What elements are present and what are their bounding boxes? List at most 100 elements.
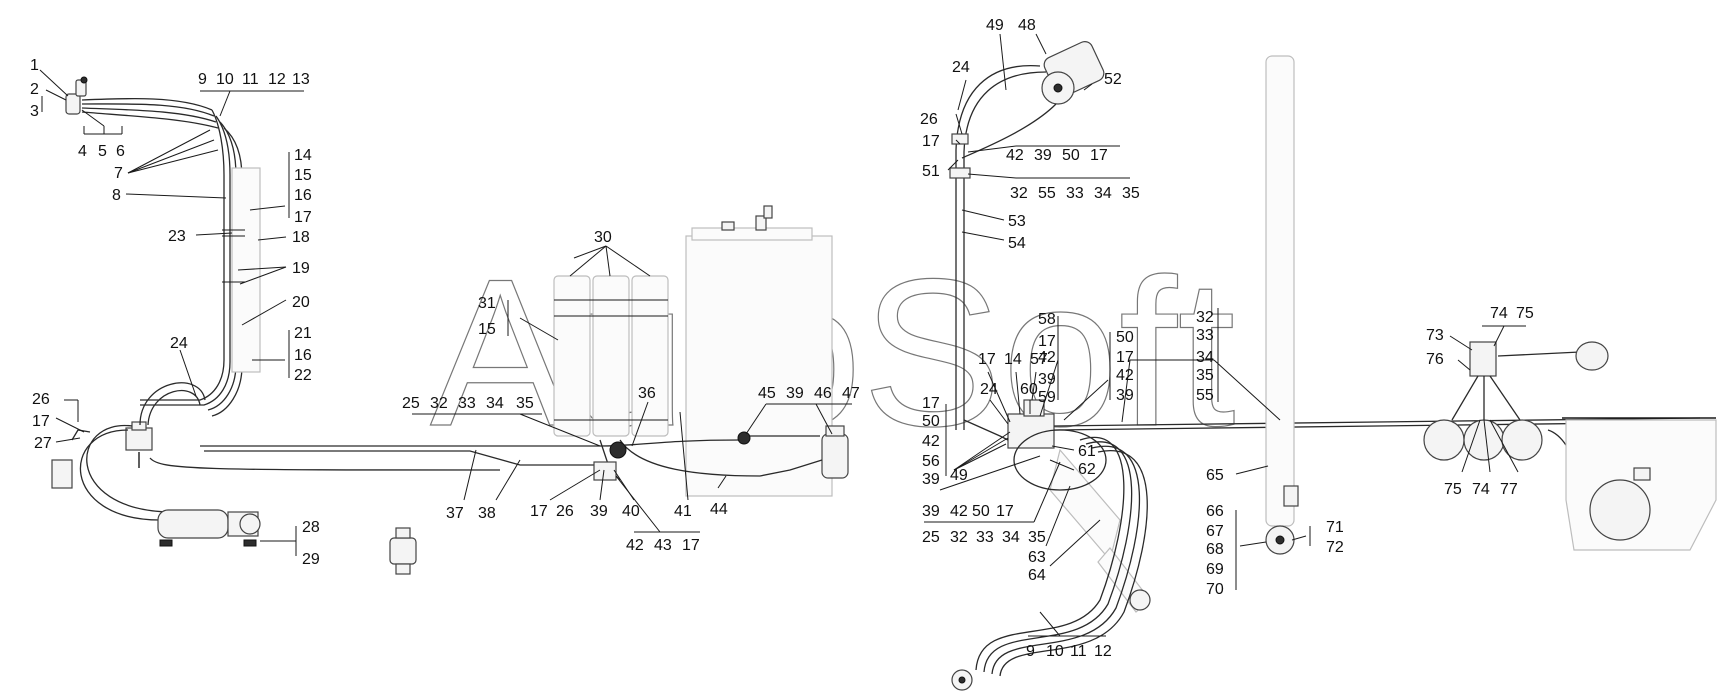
callout-label: 13 <box>292 71 310 88</box>
callout-label: 39 <box>1038 371 1056 388</box>
center-assembly <box>149 205 849 497</box>
callout-label: 43 <box>654 537 672 554</box>
callout-label: 34 <box>486 395 504 412</box>
callout-label: 4 <box>78 143 87 160</box>
callout-label: 66 <box>1206 503 1224 520</box>
callout-label: 42 <box>1038 349 1056 366</box>
callout-label: 75 <box>1444 481 1462 498</box>
callout-label: 32 <box>430 395 448 412</box>
callout-label: 17 <box>922 133 940 150</box>
callout-label: 33 <box>1196 327 1214 344</box>
callout-label: 55 <box>1038 185 1056 202</box>
callout-label: 28 <box>302 519 320 536</box>
callout-label: 74 <box>1472 481 1490 498</box>
callout-label: 24 <box>980 381 998 398</box>
callout-label: 70 <box>1206 581 1224 598</box>
callout-label: 42 <box>922 433 940 450</box>
callout-label: 61 <box>1078 443 1096 460</box>
top-left-valve <box>65 76 88 115</box>
callout-label: 51 <box>922 163 940 180</box>
top-motor <box>1041 41 1105 105</box>
callout-label: 17 <box>32 413 50 430</box>
callout-label: 48 <box>1018 17 1036 34</box>
callout-label: 50 <box>1116 329 1134 346</box>
callout-label: 41 <box>674 503 692 520</box>
callout-label: 24 <box>952 59 970 76</box>
callout-label: 42 <box>950 503 968 520</box>
callout-label: 68 <box>1206 541 1224 558</box>
callout-label: 57 <box>1030 351 1048 368</box>
callout-label: 26 <box>920 111 938 128</box>
callout-label: 25 <box>402 395 420 412</box>
right-assembly <box>1423 341 1717 551</box>
callout-label: 76 <box>1426 351 1444 368</box>
callout-label: 33 <box>1066 185 1084 202</box>
callout-label: 37 <box>446 505 464 522</box>
callout-label: 10 <box>1046 643 1064 660</box>
callout-label: 39 <box>786 385 804 402</box>
callout-label: 59 <box>1038 389 1056 406</box>
callout-label: 39 <box>1034 147 1052 164</box>
callout-label: 62 <box>1078 461 1096 478</box>
callout-label: 22 <box>294 367 312 384</box>
callout-label: 60 <box>1020 381 1038 398</box>
callout-label: 17 <box>1090 147 1108 164</box>
callout-label: 34 <box>1196 349 1214 366</box>
callout-label: 17 <box>294 209 312 226</box>
callout-label: 3 <box>30 103 39 120</box>
callout-label: 56 <box>922 453 940 470</box>
callout-label: 32 <box>950 529 968 546</box>
callout-labels: 1 2 3 4 5 6 7 8 9 10 11 12 13 14 15 16 1… <box>30 17 1534 660</box>
callout-label: 35 <box>1122 185 1140 202</box>
callout-label: 14 <box>1004 351 1022 368</box>
callout-label: 45 <box>758 385 776 402</box>
callout-label: 39 <box>922 471 940 488</box>
callout-label: 30 <box>594 229 612 246</box>
callout-label: 42 <box>1006 147 1024 164</box>
callout-label: 7 <box>114 165 123 182</box>
callout-label: 44 <box>710 501 728 518</box>
callout-label: 12 <box>268 71 286 88</box>
callout-label: 15 <box>294 167 312 184</box>
callout-label: 21 <box>294 325 312 342</box>
callout-label: 71 <box>1326 519 1344 536</box>
callout-label: 33 <box>976 529 994 546</box>
callout-label: 65 <box>1206 467 1224 484</box>
callout-label: 27 <box>34 435 52 452</box>
callout-label: 64 <box>1028 567 1046 584</box>
callout-label: 20 <box>292 294 310 311</box>
callout-label: 9 <box>198 71 207 88</box>
callout-label: 15 <box>478 321 496 338</box>
callout-label: 31 <box>478 295 496 312</box>
callout-label: 36 <box>638 385 656 402</box>
callout-label: 32 <box>1010 185 1028 202</box>
callout-label: 38 <box>478 505 496 522</box>
callout-label: 35 <box>1196 367 1214 384</box>
callout-label: 23 <box>168 228 186 245</box>
callout-label: 24 <box>170 335 188 352</box>
callout-label: 72 <box>1326 539 1344 556</box>
callout-label: 2 <box>30 81 39 98</box>
callout-label: 42 <box>626 537 644 554</box>
callout-label: 69 <box>1206 561 1224 578</box>
callout-label: 32 <box>1196 309 1214 326</box>
callout-label: 10 <box>216 71 234 88</box>
callout-label: 34 <box>1002 529 1020 546</box>
callout-label: 5 <box>98 143 107 160</box>
callout-label: 50 <box>972 503 990 520</box>
callout-label: 1 <box>30 57 39 74</box>
callout-label: 49 <box>986 17 1004 34</box>
callout-label: 35 <box>1028 529 1046 546</box>
callout-label: 14 <box>294 147 312 164</box>
callout-label: 11 <box>242 71 259 88</box>
callout-label: 8 <box>112 187 121 204</box>
callout-label: 39 <box>922 503 940 520</box>
callout-label: 17 <box>530 503 548 520</box>
loose-fitting <box>389 527 417 575</box>
callout-label: 39 <box>590 503 608 520</box>
callout-label: 46 <box>814 385 832 402</box>
callout-label: 75 <box>1516 305 1534 322</box>
callout-label: 35 <box>516 395 534 412</box>
callout-label: 17 <box>922 395 940 412</box>
